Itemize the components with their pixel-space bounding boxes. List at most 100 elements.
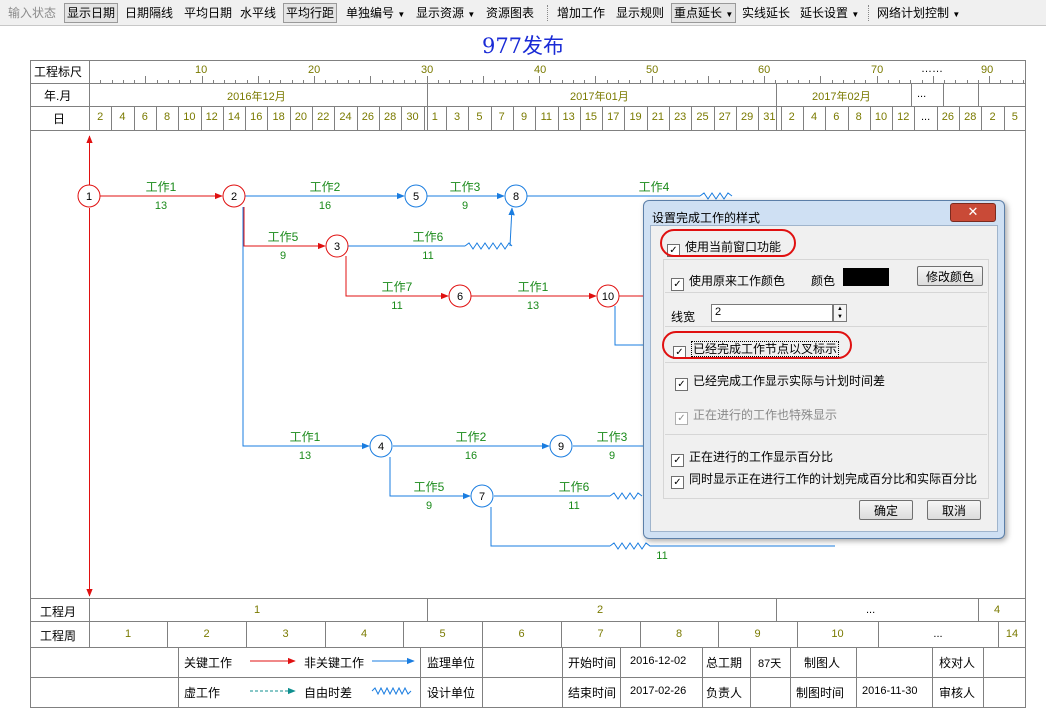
week-cell: 8	[675, 628, 683, 640]
color-label: 颜色	[811, 274, 836, 288]
task-duration: 13	[155, 200, 167, 212]
ok-button[interactable]: 确定	[859, 500, 913, 520]
day-cell: 10	[183, 111, 196, 123]
toolbar-resource-chart[interactable]: 资源图表	[486, 6, 535, 20]
line-width-spinner[interactable]: ▲▼	[833, 304, 847, 322]
divider	[665, 362, 987, 363]
toolbar-single-number-label: 单独编号	[346, 6, 395, 20]
day-cell: 7	[498, 111, 505, 123]
day-cell: ...	[921, 111, 931, 123]
task-name: 工作2	[456, 430, 487, 444]
node-5[interactable]: 5	[404, 184, 428, 208]
day-cell: 6	[833, 111, 840, 123]
day-cell: 6	[141, 111, 148, 123]
arrow-10-down	[614, 306, 645, 346]
day-cell: 2	[788, 111, 795, 123]
node-3[interactable]: 3	[325, 234, 349, 258]
node-10[interactable]: 10	[596, 284, 620, 308]
spin-down-icon[interactable]: ▼	[837, 314, 843, 320]
draw-time-label: 制图时间	[796, 686, 845, 700]
toolbar-single-number[interactable]: 单独编号 ▼	[346, 3, 405, 23]
day-cell: 14	[227, 111, 241, 123]
scale-tick: 10	[195, 64, 208, 76]
legend-dummy: 虚工作	[184, 686, 221, 700]
start-time-label: 开始时间	[568, 656, 617, 670]
legend-float-wave	[371, 686, 412, 696]
node-1[interactable]: 1	[77, 184, 101, 208]
checkbox-mark-completed-nodes[interactable]: ✓已经完成工作节点以叉标示	[673, 340, 840, 359]
day-cell: 15	[584, 111, 598, 123]
checkbox-use-original-color[interactable]: ✓使用原来工作颜色	[671, 272, 785, 291]
checkbox-checked-icon: ✓	[675, 378, 688, 391]
row-label-scale: 工程标尺	[34, 65, 83, 79]
toolbar-solid-extend[interactable]: 实线延长	[742, 6, 791, 20]
scale-tick: 50	[646, 64, 659, 76]
toolbar-separator	[547, 5, 549, 21]
node-7[interactable]: 7	[470, 484, 494, 508]
week-cell: 3	[282, 628, 289, 640]
chevron-down-icon: ▼	[952, 10, 961, 19]
arrow-wave-to-8	[508, 207, 515, 247]
toolbar-add-work[interactable]: 增加工作	[557, 6, 606, 20]
task-duration: 11	[568, 500, 579, 512]
month-label: 2017年01月	[570, 91, 629, 103]
toolbar-average-row-spacing[interactable]: 平均行距	[283, 3, 338, 23]
month-label: 2016年12月	[227, 91, 286, 103]
toolbar-date-gridline[interactable]: 日期隔线	[125, 6, 174, 20]
day-cell: 27	[718, 111, 731, 123]
settings-group	[663, 259, 989, 499]
cancel-button[interactable]: 取消	[927, 500, 981, 520]
task-name: 工作1	[518, 280, 549, 294]
divider	[665, 434, 987, 435]
checkbox-show-percentage[interactable]: ✓正在进行的工作显示百分比	[671, 448, 833, 467]
toolbar-average-date[interactable]: 平均日期	[184, 6, 233, 20]
node-9[interactable]: 9	[549, 434, 573, 458]
toolbar-horizontal-line[interactable]: 水平线	[240, 6, 277, 20]
color-swatch[interactable]	[843, 268, 889, 286]
node-2[interactable]: 2	[222, 184, 246, 208]
chevron-down-icon: ▼	[397, 10, 406, 19]
toolbar-key-extend[interactable]: 重点延长 ▼	[671, 3, 737, 23]
toolbar-show-rules[interactable]: 显示规则	[616, 6, 665, 20]
node-label: 9	[558, 441, 564, 453]
checkbox-show-time-diff[interactable]: ✓已经完成工作显示实际与计划时间差	[675, 372, 885, 391]
week-cell: 10	[831, 628, 844, 640]
task-name: 工作5	[414, 480, 445, 494]
week-cell: 14	[1005, 628, 1019, 640]
footer-month: ...	[866, 604, 876, 616]
node-6[interactable]: 6	[448, 284, 472, 308]
toolbar-network-plan-control[interactable]: 网络计划控制 ▼	[877, 3, 960, 23]
end-time-label: 结束时间	[568, 686, 617, 700]
arrow-2-3	[243, 207, 326, 250]
node-4[interactable]: 4	[369, 434, 393, 458]
checkbox-label: 使用原来工作颜色	[689, 274, 786, 288]
change-color-button[interactable]: 修改颜色	[917, 266, 983, 286]
task-duration: 11	[422, 250, 433, 262]
checkbox-special-in-progress[interactable]: ✓正在进行的工作也特殊显示	[675, 406, 837, 425]
arrow-2-4	[242, 207, 370, 450]
week-cell: 7	[597, 628, 604, 640]
legend-grid	[178, 647, 984, 707]
line-width-input[interactable]: 2	[711, 304, 833, 322]
checkbox-show-plan-and-actual-percentage[interactable]: ✓同时显示正在进行工作的计划完成百分比和实际百分比	[671, 470, 977, 489]
toolbar-show-date[interactable]: 显示日期	[64, 3, 119, 23]
checker-label: 校对人	[939, 656, 976, 670]
day-cell: 23	[674, 111, 687, 123]
toolbar-input-state[interactable]: 输入状态	[8, 6, 57, 20]
checkbox-label: 正在进行的工作也特殊显示	[693, 408, 838, 422]
line-width-value: 2	[715, 306, 722, 318]
spin-up-icon[interactable]: ▲	[837, 306, 843, 312]
month-label: ...	[917, 88, 927, 100]
toolbar-show-resource[interactable]: 显示资源 ▼	[416, 3, 475, 23]
task-name: 工作4	[639, 180, 670, 194]
task-name: 工作7	[382, 280, 413, 294]
toolbar-extend-settings[interactable]: 延长设置 ▼	[800, 3, 859, 23]
dialog-body: ✓使用当前窗口功能 ✓使用原来工作颜色 颜色 修改颜色 线宽 2 ▲▼ ✓已经完…	[650, 225, 998, 532]
node-8[interactable]: 8	[504, 184, 528, 208]
row-label-day: 日	[53, 112, 66, 126]
close-icon: ✕	[967, 204, 979, 219]
divider	[665, 326, 987, 327]
close-button[interactable]: ✕	[950, 203, 996, 222]
dialog-title: 设置完成工作的样式	[652, 211, 761, 225]
